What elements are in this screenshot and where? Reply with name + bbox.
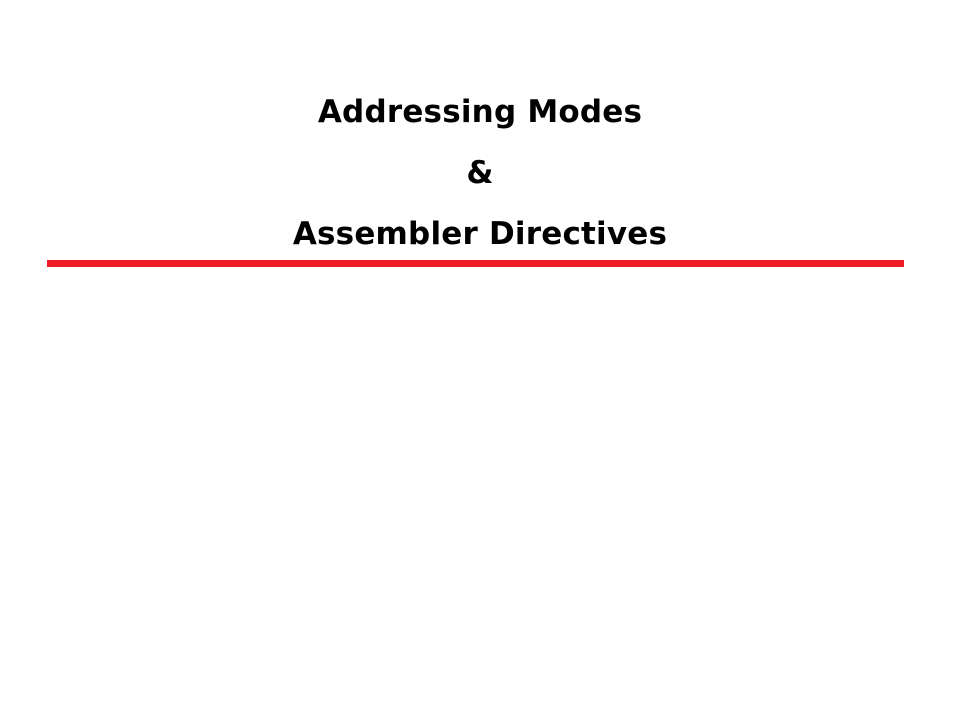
title-line-3: Assembler Directives [292, 216, 668, 252]
title-line-1: Addressing Modes [317, 94, 643, 130]
title-underline-rule [47, 260, 904, 267]
slide-title: Addressing Modes & Assembler Directives [0, 82, 960, 265]
title-line-2: & [466, 155, 494, 191]
